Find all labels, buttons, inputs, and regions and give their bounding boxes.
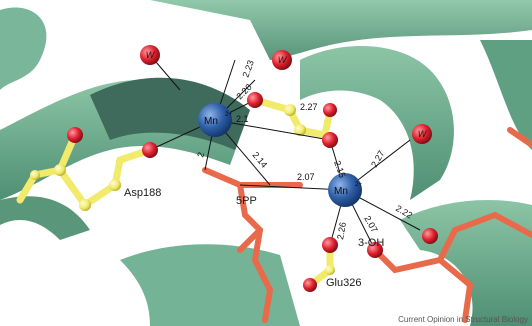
label-5pp: 5PP <box>236 195 257 207</box>
carbon-atom <box>325 265 335 275</box>
ribbon-right-edge <box>480 40 532 150</box>
carbon-atom <box>30 170 40 180</box>
ribbon-central <box>300 46 454 200</box>
oxygen-atom <box>323 103 337 117</box>
distance-label: 2.07 <box>297 172 315 182</box>
label-glu326: Glu326 <box>326 277 361 289</box>
manganese-ion-2: Mn 2+ <box>328 173 362 207</box>
oxygen-atom <box>303 278 317 292</box>
ribbon-lower-left <box>0 196 90 240</box>
label-3oh: 3-OH <box>358 237 384 249</box>
svg-text:2+: 2+ <box>225 112 232 118</box>
carbon-atom <box>79 199 91 211</box>
svg-text:2+: 2+ <box>355 182 362 188</box>
distance-label: 2.14 <box>250 150 269 170</box>
svg-text:Mn: Mn <box>204 116 218 127</box>
distance-label: 2.23 <box>240 59 255 79</box>
journal-credit: Current Opinion in Structural Biology <box>398 315 528 324</box>
ribbon-bottom-left <box>120 244 300 326</box>
distance-label: 2.15 <box>332 159 347 179</box>
carbon-atom <box>54 164 66 176</box>
distance-label: 2.1 <box>236 114 249 124</box>
svg-text:Mn: Mn <box>334 186 348 197</box>
ribbon-left-upper <box>0 7 46 90</box>
distance-label: 2.27 <box>300 102 318 112</box>
carbon-atom <box>284 104 296 116</box>
oxygen-atom <box>142 142 158 158</box>
distance-label: 2.26 <box>335 221 348 240</box>
water-3: W <box>412 124 432 144</box>
distance-label: 2.07 <box>362 214 379 234</box>
oxygen-atom <box>422 228 438 244</box>
distance-label: 2.27 <box>369 149 386 169</box>
water-1: W <box>140 45 160 65</box>
oxygen-atom <box>67 127 83 143</box>
oxygen-atom <box>247 92 263 108</box>
water-2: W <box>272 50 292 70</box>
oxygen-atom <box>322 132 338 148</box>
carbon-atom <box>109 179 121 191</box>
label-asp188: Asp188 <box>124 187 161 199</box>
